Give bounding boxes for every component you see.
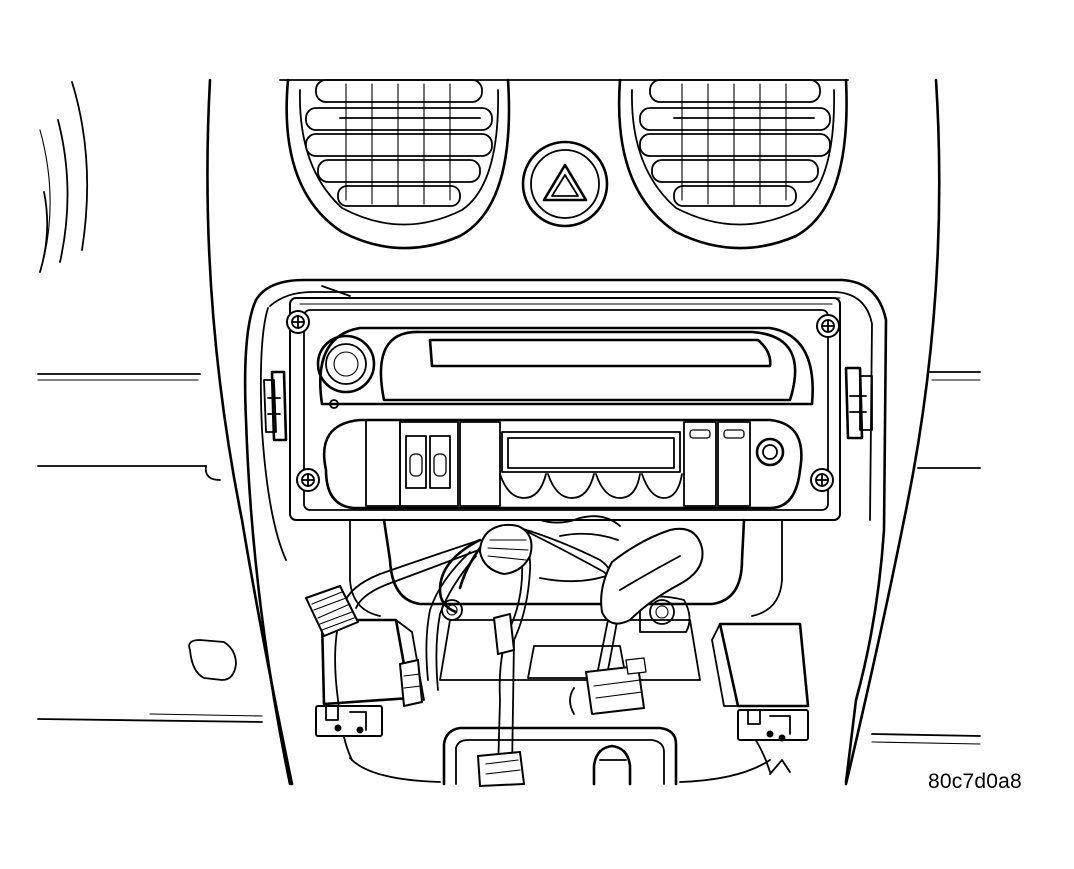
instrument-panel-trim [37, 371, 981, 745]
screw-bottom-right [810, 468, 834, 492]
hazard-switch [521, 140, 609, 228]
bottom-edge-detail [769, 759, 791, 775]
steering-column-outline [39, 81, 89, 273]
figure-reference-code: 80c7d0a8 [928, 770, 1022, 793]
panel-clip [188, 639, 237, 681]
mounting-screws [286, 310, 840, 492]
right-air-vent [617, 78, 848, 250]
screw-top-right [816, 314, 840, 338]
bottom-clip-right [737, 709, 809, 742]
radio-chassis [289, 297, 841, 521]
lower-right-bracket [711, 622, 810, 708]
screw-bottom-left [296, 468, 320, 492]
lower-console [349, 726, 771, 786]
bottom-clip-left [315, 705, 383, 737]
mounting-brackets [263, 366, 873, 442]
left-air-vent [285, 78, 511, 250]
screw-top-left [286, 310, 310, 334]
wiring-harness [305, 515, 771, 787]
